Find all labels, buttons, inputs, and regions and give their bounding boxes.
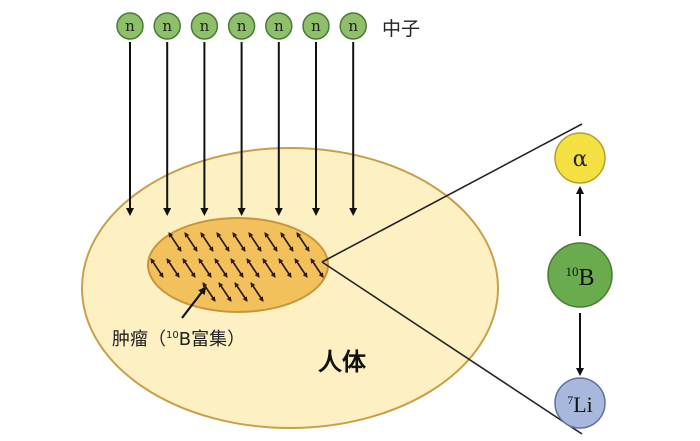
boron-double-arrow <box>278 258 292 278</box>
boron-double-arrow <box>182 258 196 278</box>
boron-double-arrow <box>294 258 308 278</box>
neutron-circle <box>116 12 144 40</box>
neutron: n <box>302 12 330 216</box>
boron-double-arrow <box>230 258 244 278</box>
neutron-label: n <box>348 17 358 35</box>
tumor <box>147 217 329 313</box>
boron-double-arrow <box>184 232 198 252</box>
neutron: n <box>339 12 367 216</box>
boron-10-nucleus <box>547 242 613 308</box>
neutron-label: n <box>274 17 284 35</box>
boron-double-arrow <box>216 232 230 252</box>
neutron-circle <box>227 12 256 40</box>
boron-atoms-group <box>150 232 324 302</box>
boron-double-arrow <box>296 232 310 252</box>
neutron-label: n <box>200 17 210 35</box>
boron-double-arrow <box>218 282 232 302</box>
neutron: n <box>227 12 256 216</box>
boron-double-arrow <box>202 282 216 302</box>
neutron: n <box>190 12 219 216</box>
zoom-line-bottom <box>321 261 583 435</box>
neutron-caption: 中子 <box>382 18 420 40</box>
neutron: n <box>153 12 181 216</box>
neutron-label: n <box>311 17 321 35</box>
neutron-label: n <box>125 17 135 35</box>
boron-double-arrow <box>166 258 180 278</box>
body-label: 人体 <box>318 348 367 376</box>
boron-label: 10B <box>565 264 594 291</box>
lithium-7-nucleus <box>554 377 606 429</box>
neutron-circle <box>153 12 181 40</box>
neutron-circle <box>302 12 330 40</box>
neutron-circle <box>339 12 367 40</box>
neutron-circle <box>190 12 219 40</box>
boron-double-arrow <box>214 258 228 278</box>
boron-double-arrow <box>232 232 246 252</box>
tumor-pointer-arrow <box>181 286 207 319</box>
boron-double-arrow <box>248 232 262 252</box>
boron-double-arrow <box>280 232 294 252</box>
boron-double-arrow <box>150 258 164 278</box>
boron-double-arrow <box>310 258 324 278</box>
boron-double-arrow <box>262 258 276 278</box>
alpha-label: α <box>573 147 588 172</box>
lithium-label: 7Li <box>567 392 593 417</box>
tumor-label: 肿瘤（10B富集） <box>112 329 245 350</box>
neutron-label: n <box>237 17 247 35</box>
boron-double-arrow <box>168 232 182 252</box>
neutron-circle <box>265 12 293 40</box>
neutron: n <box>116 12 144 216</box>
neutron-label: n <box>162 17 172 35</box>
boron-double-arrow <box>200 232 214 252</box>
alpha-particle <box>554 132 606 184</box>
boron-double-arrow <box>198 258 212 278</box>
neutron: n <box>265 12 293 216</box>
boron-double-arrow <box>246 258 260 278</box>
boron-double-arrow <box>264 232 278 252</box>
boron-double-arrow <box>234 282 248 302</box>
zoom-line-top <box>321 123 583 263</box>
boron-double-arrow <box>250 282 264 302</box>
